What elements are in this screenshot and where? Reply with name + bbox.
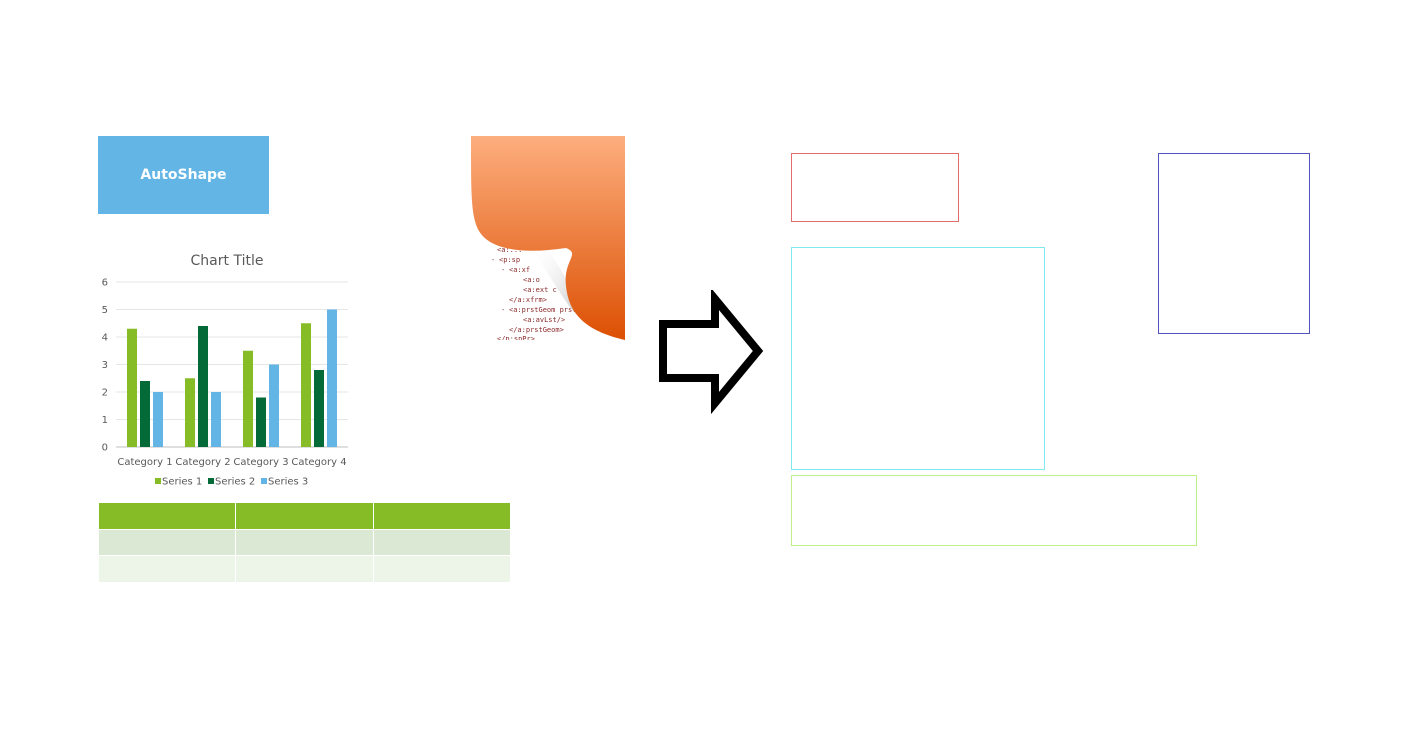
xml-line: </a:prstGeom> — [509, 326, 564, 334]
legend-swatch — [208, 478, 214, 484]
y-tick-label: 3 — [102, 360, 108, 371]
bar[interactable] — [269, 364, 279, 448]
bar[interactable] — [301, 323, 311, 447]
table-cell[interactable] — [372, 555, 512, 582]
autoshape-label: AutoShape — [140, 167, 227, 183]
autoshape-rectangle[interactable]: AutoShape — [98, 136, 269, 214]
bar[interactable] — [256, 397, 266, 448]
red-outline-box[interactable] — [791, 153, 959, 222]
xml-bullet: - — [501, 266, 505, 274]
x-tick-label: Category 2 — [175, 457, 230, 468]
xml-line: <p:sp — [499, 256, 520, 264]
y-tick-label: 2 — [102, 388, 108, 399]
table-cell[interactable] — [372, 529, 512, 556]
xml-line: </a:xfrm> — [509, 296, 547, 304]
xml-code-text: <a:...-<p:sp-<a:xf<a:o<a:ext c</a:xfrm>-… — [491, 246, 576, 340]
x-tick-label: Category 3 — [233, 457, 288, 468]
bar[interactable] — [127, 328, 137, 447]
chart-y-axis: 0 1 2 3 4 5 6 — [102, 278, 108, 454]
xml-line: <a:prstGeom prst — [509, 306, 576, 314]
bar[interactable] — [185, 378, 195, 447]
y-tick-label: 4 — [102, 333, 108, 344]
table-cell[interactable] — [97, 503, 237, 530]
legend-swatch — [261, 478, 267, 484]
legend-entry: Series 1 — [162, 477, 202, 488]
bar[interactable] — [140, 381, 150, 447]
chart-gridlines — [116, 281, 348, 448]
table-row — [97, 555, 512, 582]
xml-bullet: - — [501, 306, 505, 314]
table-cell[interactable] — [235, 529, 374, 556]
table-row — [97, 529, 512, 556]
blue-outline-box[interactable] — [1158, 153, 1310, 334]
chart-title: Chart Title — [191, 253, 264, 269]
xml-page-curl-picture[interactable]: <a:...-<p:sp-<a:xf<a:o<a:ext c</a:xfrm>-… — [471, 136, 625, 340]
x-tick-label: Category 4 — [291, 457, 346, 468]
table-cell[interactable] — [235, 555, 374, 582]
bar[interactable] — [327, 309, 337, 448]
page-curl-image: <a:...-<p:sp-<a:xf<a:o<a:ext c</a:xfrm>-… — [471, 136, 625, 340]
bar[interactable] — [153, 392, 163, 447]
xml-line: <a:avLst/> — [523, 316, 565, 324]
bar[interactable] — [314, 370, 324, 447]
cyan-outline-box[interactable] — [791, 247, 1045, 470]
y-tick-label: 1 — [102, 415, 108, 426]
y-tick-label: 5 — [102, 305, 108, 316]
right-arrow-icon[interactable] — [655, 287, 770, 415]
table-header-row — [97, 503, 512, 530]
bar[interactable] — [243, 350, 253, 447]
xml-line: <a:ext c — [523, 286, 557, 294]
bar[interactable] — [211, 392, 221, 447]
bar[interactable] — [198, 326, 208, 447]
xml-line: <a:o — [523, 276, 540, 284]
chart-plot-area — [127, 309, 337, 448]
xml-line: <a:xf — [509, 266, 530, 274]
table-cell[interactable] — [97, 555, 237, 582]
x-tick-label: Category 1 — [117, 457, 172, 468]
green-outline-box[interactable] — [791, 475, 1197, 546]
legend-entry: Series 3 — [268, 477, 308, 488]
y-tick-label: 0 — [102, 443, 108, 454]
xml-bullet: - — [491, 256, 495, 264]
data-table[interactable] — [97, 503, 512, 582]
arrow-outline — [659, 287, 764, 415]
legend-swatch — [155, 478, 161, 484]
table-cell[interactable] — [97, 529, 237, 556]
xml-line: </p:spPr> — [497, 335, 535, 340]
table-cell[interactable] — [372, 503, 512, 530]
table-cell[interactable] — [235, 503, 374, 530]
legend-entry: Series 2 — [215, 477, 255, 488]
chart-legend: Series 1 Series 2 Series 3 — [155, 477, 308, 488]
arrow-svg — [659, 287, 764, 415]
curled-page — [471, 136, 625, 340]
xml-line: <a:... — [497, 246, 522, 254]
y-tick-label: 6 — [102, 278, 108, 289]
